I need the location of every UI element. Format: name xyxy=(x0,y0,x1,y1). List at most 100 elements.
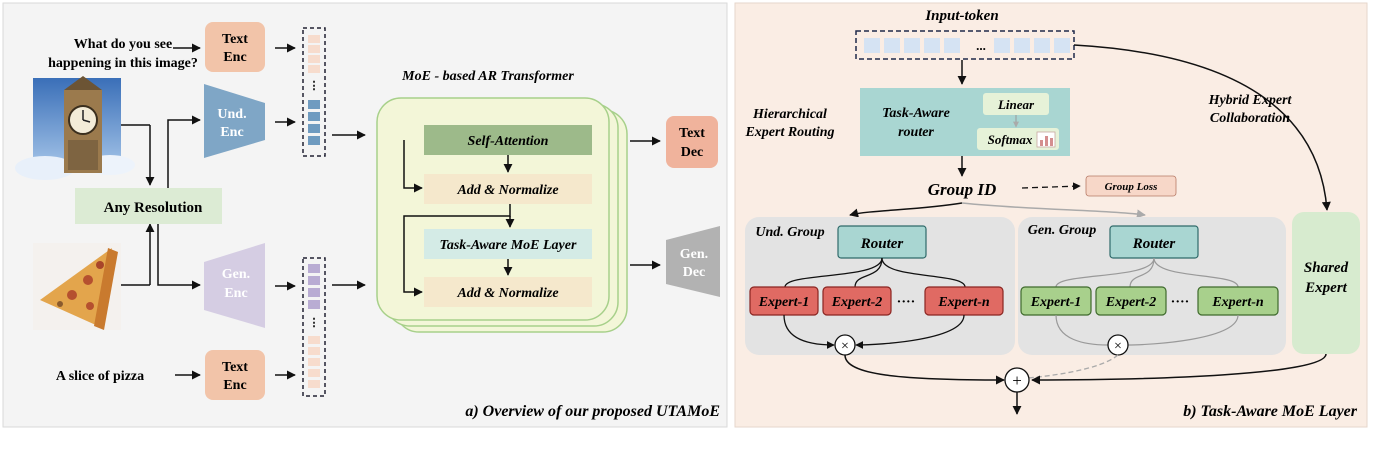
gen-group-label: Gen. Group xyxy=(1028,223,1096,238)
und-expert-n-label: Expert-n xyxy=(937,295,990,310)
gen-router-to-e1 xyxy=(1055,257,1155,288)
add-norm-2-label: Add & Normalize xyxy=(456,286,558,301)
gen-expert-1-label: Expert-1 xyxy=(1030,295,1082,310)
add-norm-2-box xyxy=(424,277,592,307)
token-column-top-cells: ⋮ xyxy=(308,35,320,145)
gen-enc-label-2: Enc xyxy=(224,286,247,301)
und-group-panel xyxy=(745,217,1015,355)
add-norm-1-label: Add & Normalize xyxy=(456,183,558,198)
self-attention-box xyxy=(424,125,592,155)
to-und-enc-arrow xyxy=(167,115,201,188)
und-expert-1-label: Expert-1 xyxy=(758,295,810,310)
router-title-1: Task-Aware xyxy=(882,106,950,121)
gen-en-to-mult xyxy=(1127,314,1239,346)
panel-b-caption: b) Task-Aware MoE Layer xyxy=(1183,403,1358,420)
self-attention-label: Self-Attention xyxy=(468,134,549,149)
hybrid-collab-arrow xyxy=(1073,44,1331,211)
gen-enc-label-1: Gen. xyxy=(222,267,250,282)
text-dec-label-1: Text xyxy=(679,126,705,141)
und-expert-2-label: Expert-2 xyxy=(831,295,883,310)
moe-title: MoE - based AR Transformer xyxy=(401,69,574,84)
groupid-to-gen-arrow xyxy=(961,202,1146,219)
gen-expert-dots: ···· xyxy=(1171,295,1190,310)
hier-routing-label-2: Expert Routing xyxy=(744,125,834,140)
und-mult-to-sum xyxy=(844,354,1005,385)
input-token-cells: ... xyxy=(864,38,1070,53)
answer-text: A slice of pizza xyxy=(56,369,144,384)
sum-symbol: + xyxy=(1012,371,1022,390)
gen-expert-2-label: Expert-2 xyxy=(1105,295,1157,310)
token-bottom-ellipsis: ⋮ xyxy=(309,317,320,329)
shared-expert-box xyxy=(1292,212,1360,354)
bar-chart-icon xyxy=(1036,131,1056,148)
token-column-bottom xyxy=(302,257,326,397)
task-aware-layer-box xyxy=(424,229,592,259)
und-enc-label-2: Enc xyxy=(220,125,243,140)
text-enc-bottom-label-2: Enc xyxy=(223,378,246,393)
shared-expert-label-1: Shared xyxy=(1304,260,1349,276)
und-en-to-mult xyxy=(855,314,965,349)
gen-expert-2 xyxy=(1095,286,1167,316)
linear-box xyxy=(983,93,1049,115)
gen-router-label: Router xyxy=(1132,236,1176,252)
shared-to-sum xyxy=(1031,353,1327,385)
und-router-to-en xyxy=(881,257,966,288)
linear-label: Linear xyxy=(997,97,1035,112)
add-norm-1-box xyxy=(424,174,592,204)
router-title-2: router xyxy=(898,125,934,140)
und-router-to-e1 xyxy=(784,257,883,288)
gen-router-to-e2 xyxy=(1129,257,1155,288)
gen-dec-label-2: Dec xyxy=(683,265,706,280)
group-id-label: Group ID xyxy=(928,180,997,199)
groupid-to-und-arrow xyxy=(849,202,963,218)
clock-tower-image xyxy=(15,76,135,180)
group-loss-label: Group Loss xyxy=(1105,181,1158,193)
gen-e1-to-mult xyxy=(1055,314,1109,346)
panel-b: Input-token ... Hybrid Expert Collaborat… xyxy=(734,2,1368,428)
group-loss-box xyxy=(1085,175,1177,197)
pizza-image xyxy=(33,243,121,330)
text-enc-bottom-box xyxy=(205,350,265,400)
any-resolution-box xyxy=(75,188,222,224)
und-router-to-e2 xyxy=(854,257,883,288)
shared-expert-label-2: Expert xyxy=(1304,280,1348,296)
hybrid-label-1: Hybrid Expert xyxy=(1208,93,1293,108)
gen-enc-block xyxy=(204,243,265,328)
input-token-label: Input-token xyxy=(924,8,998,24)
gen-group-panel xyxy=(1018,217,1286,355)
token-top-ellipsis: ⋮ xyxy=(309,80,320,92)
to-gen-enc-arrow xyxy=(157,224,201,290)
und-enc-label-1: Und. xyxy=(217,107,246,122)
panel-a-caption: a) Overview of our proposed UTAMoE xyxy=(465,403,720,420)
panel-a: What do you see happening in this image?… xyxy=(2,2,728,428)
residual-1-arrow xyxy=(403,140,423,193)
gen-expert-n-label: Expert-n xyxy=(1211,295,1264,310)
text-dec-label-2: Dec xyxy=(681,145,704,160)
gen-dec-block xyxy=(666,226,720,297)
text-enc-bottom-label-1: Text xyxy=(222,360,248,375)
question-line-2: happening in this image? xyxy=(48,56,198,71)
panel-b-background xyxy=(734,2,1368,428)
token-column-top xyxy=(302,27,326,157)
und-group-label: Und. Group xyxy=(755,225,824,240)
hier-routing-label-1: Hierarchical xyxy=(752,107,827,122)
gen-dec-label-1: Gen. xyxy=(680,247,708,262)
text-enc-top-label-1: Text xyxy=(222,32,248,47)
text-dec-box xyxy=(666,116,718,168)
und-router-label: Router xyxy=(860,236,904,252)
und-multiply-symbol: × xyxy=(841,339,849,354)
text-enc-top-label-2: Enc xyxy=(223,50,246,65)
hybrid-label-2: Collaboration xyxy=(1210,111,1290,126)
softmax-label: Softmax xyxy=(988,132,1033,147)
gen-multiply-symbol: × xyxy=(1114,339,1122,354)
question-line-1: What do you see xyxy=(74,37,172,52)
und-e1-to-mult xyxy=(783,314,835,349)
und-expert-dots: ···· xyxy=(897,295,916,310)
gen-router-to-en xyxy=(1153,257,1239,288)
any-resolution-label: Any Resolution xyxy=(104,200,203,216)
input-token-ellipsis: ... xyxy=(976,38,986,53)
text-enc-top-box xyxy=(205,22,265,72)
task-aware-layer-label: Task-Aware MoE Layer xyxy=(440,238,577,253)
